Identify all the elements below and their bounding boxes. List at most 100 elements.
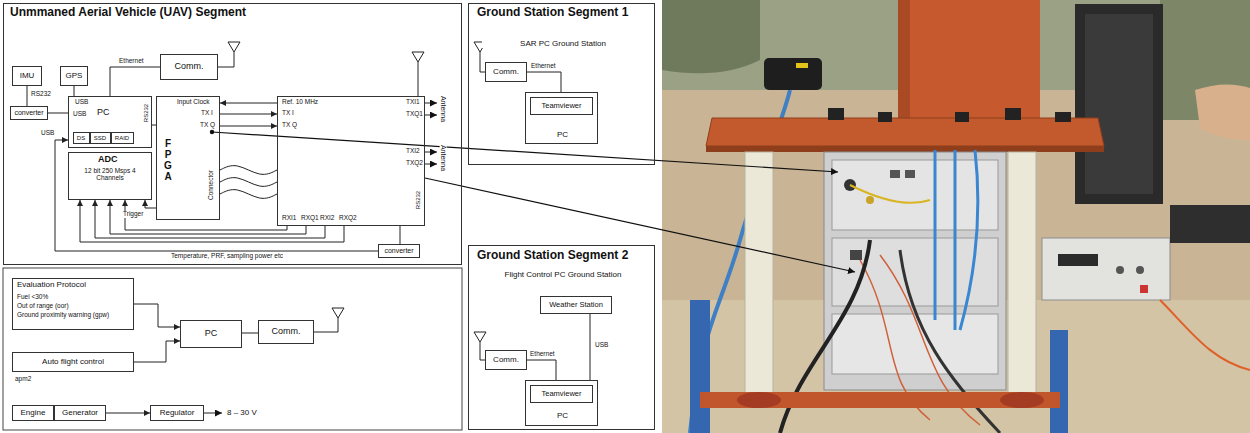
regulator-box: Regulator — [150, 405, 204, 421]
connector — [145, 200, 156, 208]
node-label: PC — [204, 329, 219, 338]
sensor-box: IMU — [12, 66, 42, 86]
lead-line — [425, 164, 437, 165]
node-label: Comm. — [492, 68, 520, 76]
port — [890, 170, 900, 178]
text-holder: TXQ2 — [405, 160, 424, 167]
text-holder: RXQ2 — [338, 215, 358, 222]
text-holder: TXQ1 — [405, 111, 424, 118]
comm-box: Comm. — [485, 62, 527, 82]
foot — [1000, 392, 1044, 408]
note-label: apm2 — [14, 376, 32, 383]
node-label: PC — [556, 412, 569, 420]
node-label: converter — [383, 247, 414, 254]
node-label: TXQ2 — [405, 160, 424, 167]
text-holder: RS232 — [418, 200, 438, 206]
text-holder: Ground Station Segment 2 — [476, 249, 629, 262]
cable — [850, 185, 930, 203]
antenna-symbol — [314, 308, 344, 332]
text-holder: Ground proximity warning (gpw) — [16, 312, 110, 319]
connector — [400, 226, 401, 244]
monitor-screen — [1085, 14, 1153, 194]
cable — [960, 150, 978, 330]
node-label: Generator — [61, 409, 99, 417]
text-holder: TXI1 — [405, 99, 421, 106]
node-label: TX Q — [199, 122, 216, 129]
port — [866, 196, 874, 204]
node-label: Comm. — [174, 62, 205, 71]
text-holder: converter — [13, 109, 44, 116]
label-holder: Antenna — [443, 158, 471, 165]
knob — [1005, 108, 1021, 120]
label-holder: RS232 — [30, 91, 52, 98]
generator-box: Generator — [54, 405, 106, 421]
sensor-box: GPS — [60, 66, 88, 86]
node-label: Regulator — [159, 409, 196, 417]
connector — [220, 103, 277, 104]
node-label: USB — [72, 111, 87, 118]
node-label: Out of range (oor) — [16, 303, 70, 310]
rf-box: Ref. 10 MHzTX ITX QTXI1TXQ1TXI2TXQ2RXI1R… — [277, 96, 425, 226]
node-label: Comm. — [492, 356, 520, 364]
text-holder: Teamviewer — [540, 102, 582, 110]
connector — [27, 86, 28, 106]
connector-label-holder: Trigger — [122, 211, 144, 218]
converter-box: converter — [10, 106, 48, 120]
storage-box: RAID — [111, 132, 134, 144]
text-holder: Engine — [20, 409, 47, 417]
connector-label: Ethernet — [118, 58, 145, 65]
connector — [134, 304, 180, 327]
storage-box: DS — [73, 132, 90, 144]
connector — [220, 178, 277, 187]
text-holder: Fuel <30% — [16, 294, 49, 301]
software-box: Teamviewer — [530, 97, 593, 115]
lead-line — [425, 115, 437, 116]
terminal — [1140, 285, 1148, 293]
connector-label-holder: Ethernet — [529, 351, 556, 358]
text-holder: Comm. — [492, 356, 520, 364]
engine-box: Engine — [12, 405, 54, 421]
text-holder: USB — [74, 99, 89, 106]
knob — [1136, 266, 1144, 274]
node-label: TXI2 — [405, 148, 421, 155]
base — [700, 392, 1060, 408]
text-holder: Flight Control PC Ground Station — [482, 271, 644, 279]
storage-box: SSD — [90, 132, 111, 144]
connector — [527, 360, 556, 380]
connector — [220, 190, 277, 199]
text-holder: TX Q — [281, 122, 298, 129]
node-label: IMU — [19, 72, 36, 80]
node-label: Weather Station — [548, 301, 604, 309]
rail — [690, 300, 710, 433]
orange-box-shade — [898, 0, 910, 120]
text-holder: Input Clock — [176, 99, 211, 106]
text-holder: GPS — [65, 72, 84, 80]
text-holder: SAR PC Ground Station — [482, 40, 644, 48]
text-holder: Auto flight control — [41, 358, 105, 366]
orange-box — [898, 0, 1040, 120]
sensor-box: Weather Station — [540, 296, 612, 314]
node-label: PC — [556, 131, 569, 139]
fpga-box: Input ClockTX ITX QFPGAConnector — [156, 96, 220, 220]
text-holder: RXQ1 — [300, 215, 320, 222]
antennas — [218, 42, 486, 360]
connector — [110, 67, 160, 96]
text-holder: TX I — [281, 110, 295, 117]
connector — [220, 114, 277, 115]
text-holder: 12 bit 250 Msps 4 Channels — [71, 168, 149, 182]
signal-label: RS232 — [30, 91, 52, 98]
antenna-label: Antenna — [439, 95, 446, 123]
node-label: RAID — [114, 135, 130, 141]
connector — [220, 126, 277, 127]
connector — [80, 200, 344, 242]
computer-box: PC — [180, 320, 242, 348]
signal-label: USB — [40, 130, 55, 137]
connector — [527, 72, 561, 92]
knob — [1116, 266, 1124, 274]
connector-label-holder: Ethernet — [118, 58, 145, 65]
text-holder: PC — [556, 412, 569, 420]
node-label: Ref. 10 MHz — [281, 99, 319, 106]
panel-frame — [3, 268, 462, 430]
knob — [878, 112, 892, 122]
node-label: Auto flight control — [41, 358, 105, 366]
